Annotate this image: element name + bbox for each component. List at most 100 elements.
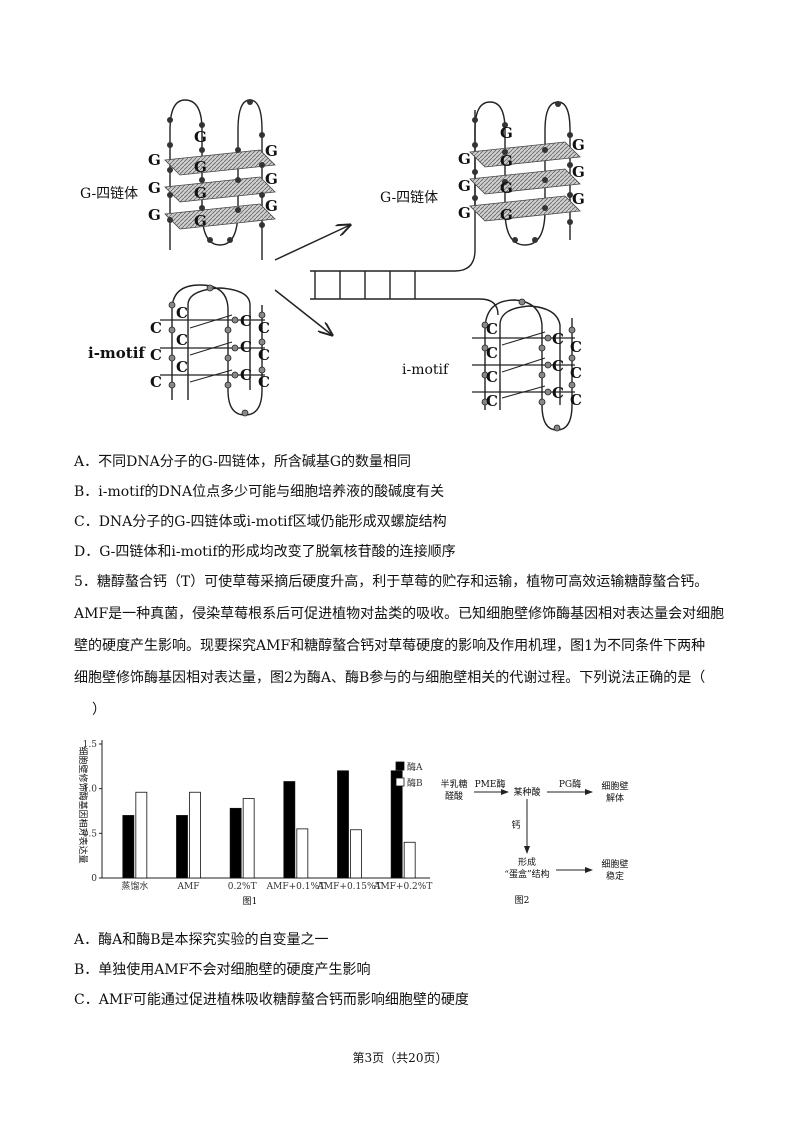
i-motif-left xyxy=(160,284,266,417)
q5-option-b: B．单独使用AMF不会对细胞壁的硬度产生影响 xyxy=(74,962,371,978)
g-label: G xyxy=(500,206,513,224)
bar-enzyme-b xyxy=(403,841,416,879)
figure-2-caption: 图2 xyxy=(515,895,530,906)
g-quadruplex-label: G-四链体 xyxy=(380,190,438,206)
c-label: C xyxy=(150,346,162,364)
q4-option-b: B．i-motif的DNA位点多少可能与细胞培养液的酸碱度有关 xyxy=(74,484,445,500)
bar-enzyme-b xyxy=(189,791,201,879)
arrow-down xyxy=(274,289,332,335)
legend-swatch xyxy=(395,761,405,771)
c-label: C xyxy=(570,364,582,382)
x-tick-label: AMF+0.1%T xyxy=(266,882,325,892)
calcium-label: 钙 xyxy=(511,819,520,831)
enzyme-pme-label: PME酶 xyxy=(475,778,506,790)
c-label: C xyxy=(150,373,162,391)
bar-enzyme-a xyxy=(337,770,349,879)
q5-option-a: A．酶A和酶B是本探究实验的自变量之一 xyxy=(74,932,329,948)
c-label: C xyxy=(240,338,252,356)
c-label: C xyxy=(486,368,498,386)
c-label: C xyxy=(486,320,498,338)
c-label: C xyxy=(486,392,498,410)
x-tick-label: 0.2%T xyxy=(228,882,257,892)
y-axis-label: 细胞壁修饰酶基因相对表达量 xyxy=(77,746,89,863)
y-tick-label: 1.0 xyxy=(83,785,98,795)
node-galacturonic: 醛酸 xyxy=(445,790,463,802)
g-label: G xyxy=(194,158,207,176)
structure-diagram: G G G G G G G G G G G-四链体 C C C C C C C … xyxy=(80,99,585,432)
q4-option-c: C．DNA分子的G-四链体或i-motif区域仍能形成双螺旋结构 xyxy=(74,514,447,530)
bar-enzyme-b xyxy=(135,791,148,879)
g-label: G xyxy=(148,206,161,224)
c-label: C xyxy=(570,338,582,356)
q5-option-c: C．AMF可能通过促进植株吸收糖醇螯合钙而影响细胞壁的硬度 xyxy=(74,992,469,1008)
g-label: G xyxy=(500,179,513,197)
g-label: G xyxy=(572,190,585,208)
bar-enzyme-a xyxy=(390,770,403,879)
x-tick-label: AMF+0.15%T xyxy=(316,882,381,892)
page-footer: 第3页（共20页） xyxy=(352,1051,448,1065)
bar-enzyme-a xyxy=(283,781,296,879)
bar-enzyme-b xyxy=(242,798,255,879)
g-label: G xyxy=(148,179,161,197)
g-label: G xyxy=(194,184,207,202)
q4-option-d: D．G-四链体和i-motif的形成均改变了脱氧核苷酸的连接顺序 xyxy=(74,544,456,560)
c-label: C xyxy=(258,373,270,391)
y-tick-label: 1.5 xyxy=(83,740,98,750)
figure-2-flow-diagram: 半乳糖 醛酸 PME酶 某种酸 PG酶 细胞壁 解体 钙 形成 “蛋盒”结构 细… xyxy=(440,778,628,906)
c-label: C xyxy=(258,346,270,364)
g-label: G xyxy=(500,152,513,170)
figure-1-caption: 图1 xyxy=(243,896,258,907)
node-acid: 某种酸 xyxy=(513,786,540,798)
node-wall-stable: 细胞壁 xyxy=(601,858,628,870)
g-label: G xyxy=(458,150,471,168)
c-label: C xyxy=(552,357,564,375)
i-motif-right xyxy=(472,298,576,432)
bar-enzyme-b xyxy=(296,828,309,879)
g-quadruplex-right xyxy=(469,101,581,246)
bar-enzyme-a xyxy=(176,815,188,879)
c-label: C xyxy=(570,391,582,409)
y-tick-label: 0.5 xyxy=(83,829,98,839)
g-quadruplex-left xyxy=(164,99,276,260)
q4-option-a: A．不同DNA分子的G-四链体，所含碱基G的数量相同 xyxy=(74,454,412,470)
g-label: G xyxy=(148,151,161,169)
c-label: C xyxy=(176,304,188,322)
legend-label: 酶B xyxy=(407,777,423,789)
bar-enzyme-a xyxy=(122,815,135,879)
g-label: G xyxy=(194,128,207,146)
g-label: G xyxy=(194,212,207,230)
c-label: C xyxy=(176,331,188,349)
node-galacturonic: 半乳糖 xyxy=(440,778,467,790)
g-label: G xyxy=(265,142,278,160)
x-tick-label: AMF+0.2%T xyxy=(373,882,432,892)
node-wall-breakdown: 解体 xyxy=(606,792,624,804)
g-label: G xyxy=(500,124,513,142)
legend-label: 酶A xyxy=(407,761,423,773)
c-label: C xyxy=(240,366,252,384)
g-label: G xyxy=(458,204,471,222)
arrow-up xyxy=(274,225,350,261)
q5-stem-line: AMF是一种真菌，侵染草莓根系后可促进植物对盐类的吸收。已知细胞壁修饰酶基因相对… xyxy=(74,606,725,622)
c-label: C xyxy=(176,358,188,376)
i-motif-label: i-motif xyxy=(402,362,450,378)
x-tick-label: AMF xyxy=(177,882,200,892)
g-label: G xyxy=(572,163,585,181)
y-tick-label: 0 xyxy=(91,874,97,884)
legend-swatch xyxy=(395,777,405,787)
i-motif-label: i-motif xyxy=(88,344,146,362)
q5-stem-line: 5．糖醇螯合钙（T）可使草莓采摘后硬度升高，利于草莓的贮存和运输，植物可高效运输… xyxy=(74,574,709,590)
figure-1-bar-chart: 0 0.5 1.0 1.5 蒸馏水 AMF 0.2%T AMF+0.1%TAMF+0.15%T… xyxy=(77,740,432,907)
c-label: C xyxy=(486,344,498,362)
c-label: C xyxy=(258,319,270,337)
q5-stem-line: 壁的硬度产生影响。现要探究AMF和糖醇螯合钙对草莓硬度的影响及作用机理，图1为不… xyxy=(74,638,706,654)
x-tick-label: 蒸馏水 xyxy=(121,880,148,892)
q5-stem-line: ） xyxy=(92,702,106,718)
c-label: C xyxy=(150,319,162,337)
node-egg-box: 形成 xyxy=(518,856,536,868)
g-quadruplex-label: G-四链体 xyxy=(80,186,138,202)
node-wall-breakdown: 细胞壁 xyxy=(601,780,628,792)
duplex-ladder xyxy=(310,110,499,316)
g-label: G xyxy=(265,170,278,188)
c-label: C xyxy=(240,312,252,330)
node-egg-box: “蛋盒”结构 xyxy=(504,868,549,880)
